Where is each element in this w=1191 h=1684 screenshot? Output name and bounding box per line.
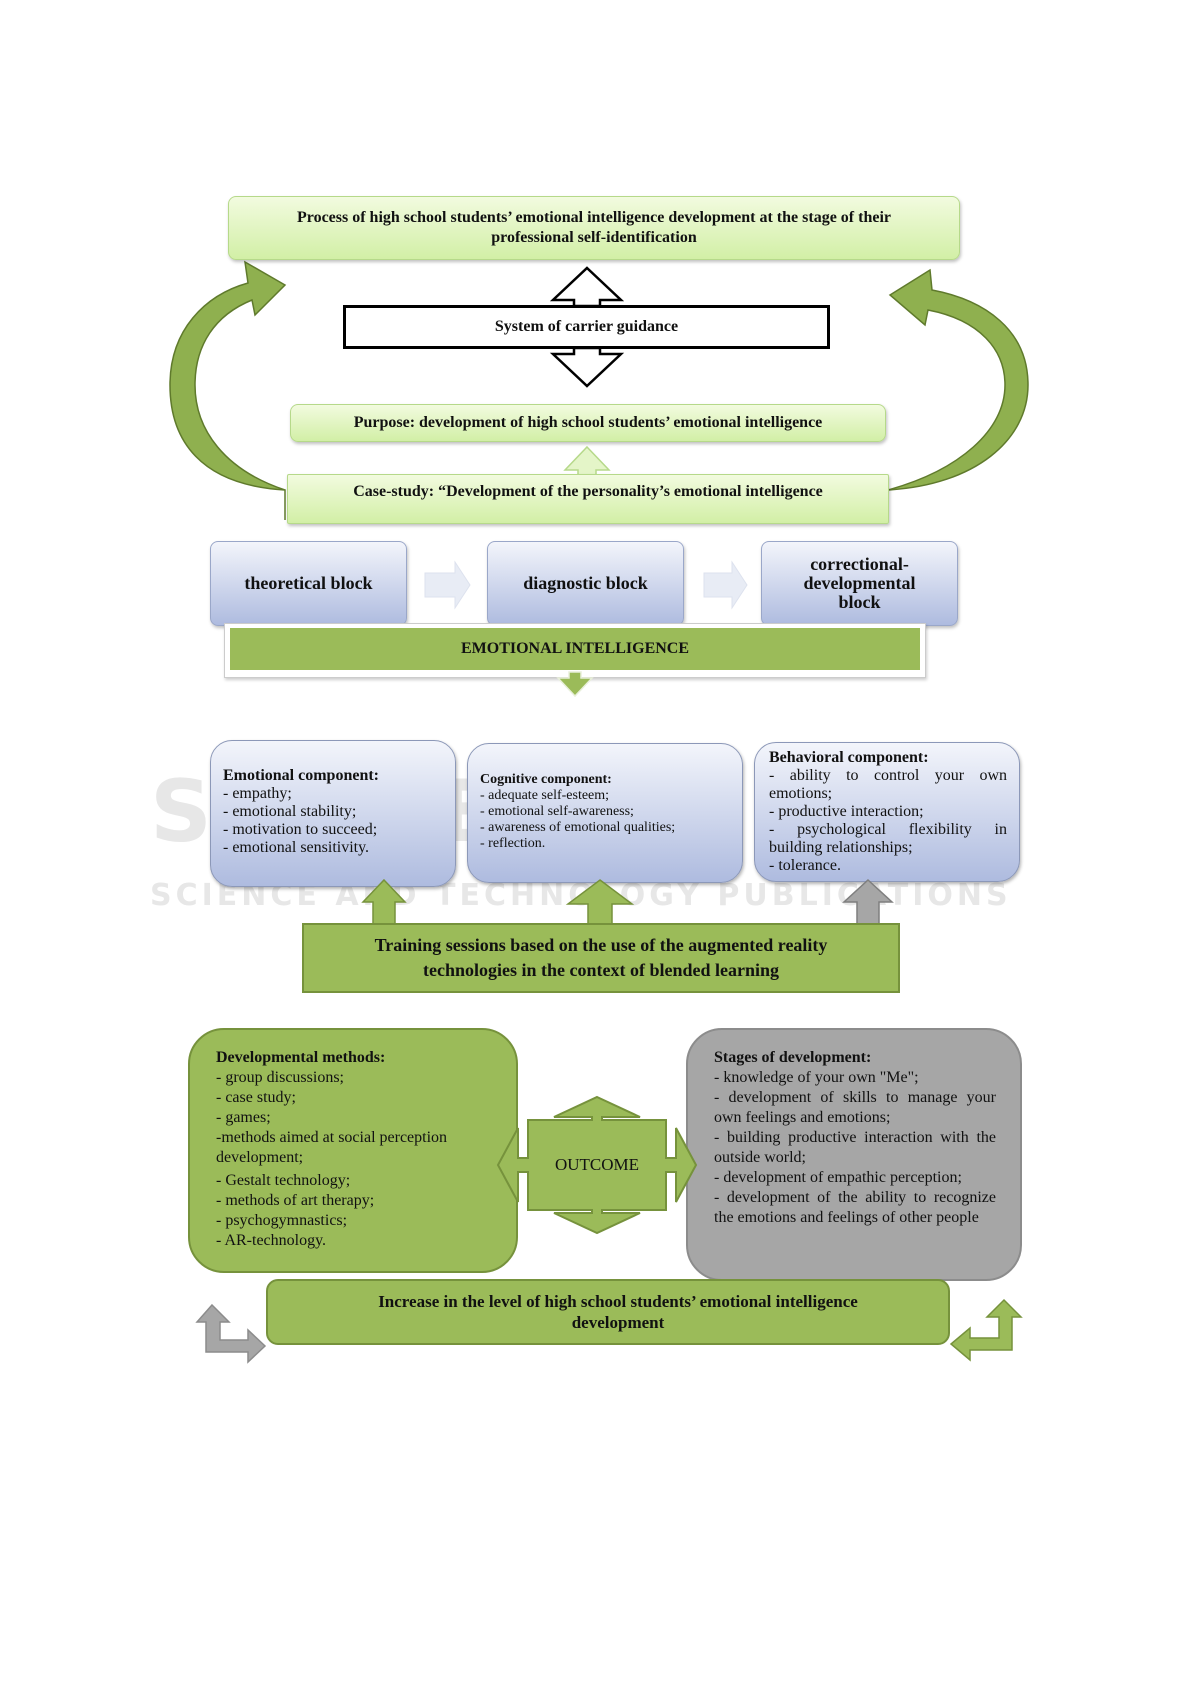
stage-item: - development of skills to manage your o… — [714, 1089, 996, 1126]
stages-title: Stages of development: — [714, 1049, 872, 1066]
method-item: - methods of art therapy; — [216, 1192, 375, 1209]
cognitive-item: - awareness of emotional qualities; — [480, 820, 676, 835]
stage-item: - knowledge of your own "Me"; — [714, 1069, 919, 1086]
cognitive-component-box: Cognitive component: - adequate self-est… — [467, 743, 743, 883]
purpose-box: Purpose: development of high school stud… — [290, 404, 886, 442]
behavioral-component-box: Behavioral component: - ability to contr… — [754, 742, 1020, 882]
behavioral-item: - psychological flexibility in building … — [769, 821, 1007, 856]
corner-arrow-left-icon — [195, 1303, 267, 1364]
method-item: - AR-technology. — [216, 1232, 327, 1249]
loop-arrow-right-shape — [887, 268, 1029, 520]
emotional-item: - empathy; — [223, 785, 292, 802]
case-study-box: Case-study: “Development of the personal… — [287, 474, 889, 524]
emotional-item: - motivation to succeed; — [223, 821, 378, 838]
purpose-label: Purpose: development of high school stud… — [353, 414, 823, 431]
corner-arrow-right-icon — [949, 1298, 1023, 1362]
behavioral-item: - tolerance. — [769, 857, 841, 874]
stage-item: - building productive interaction with t… — [714, 1129, 996, 1166]
correctional-developmental-block: correctional-developmental block — [761, 541, 958, 626]
stages-box: Stages of development: - knowledge of yo… — [686, 1028, 1022, 1281]
outcome-label-wrap: OUTCOME — [528, 1145, 666, 1185]
case-study-label: Case-study: “Development of the personal… — [353, 483, 823, 500]
theoretical-block-label: theoretical block — [244, 573, 373, 593]
emotional-component-box: Emotional component: - empathy; - emotio… — [210, 740, 456, 887]
method-item: - psychogymnastics; — [216, 1212, 348, 1229]
cognitive-item: - reflection. — [480, 836, 546, 851]
theoretical-block: theoretical block — [210, 541, 407, 626]
cognitive-item: - adequate self-esteem; — [480, 788, 610, 803]
behavioral-item: - ability to control your own emotions; — [769, 767, 1007, 802]
diagnostic-block: diagnostic block — [487, 541, 684, 626]
training-box: Training sessions based on the use of th… — [302, 923, 900, 993]
cognitive-component-title: Cognitive component: — [480, 772, 612, 787]
ei-banner-label: EMOTIONAL INTELLIGENCE — [460, 640, 690, 657]
outcome-label: OUTCOME — [554, 1155, 640, 1174]
diagram-title-box: Process of high school students’ emotion… — [228, 196, 960, 260]
method-item: - case study; — [216, 1089, 296, 1106]
loop-arrow-left-shape — [169, 260, 287, 520]
methods-box: Developmental methods: - group discussio… — [188, 1028, 518, 1273]
emotional-item: - emotional stability; — [223, 803, 357, 820]
stage-item: - development of empathic perception; — [714, 1169, 962, 1186]
correctional-developmental-block-label: correctional-developmental block — [803, 554, 916, 612]
ei-banner: EMOTIONAL INTELLIGENCE — [230, 628, 920, 670]
cognitive-item: - emotional self-awareness; — [480, 804, 634, 819]
system-guidance-box: System of carrier guidance — [343, 305, 830, 349]
system-guidance-label: System of carrier guidance — [494, 318, 679, 335]
behavioral-component-title: Behavioral component: — [769, 749, 929, 766]
methods-title: Developmental methods: — [216, 1049, 386, 1066]
method-item: - games; — [216, 1109, 271, 1126]
emotional-component-title: Emotional component: — [223, 767, 379, 784]
method-item: - Gestalt technology; — [216, 1172, 351, 1189]
method-item: -methods aimed at social perception deve… — [216, 1129, 448, 1166]
outcome-shape — [496, 1095, 698, 1235]
emotional-item: - emotional sensitivity. — [223, 839, 370, 856]
stage-item: - development of the ability to recogniz… — [714, 1189, 996, 1226]
training-label: Training sessions based on the use of th… — [374, 935, 828, 980]
diagnostic-block-label: diagnostic block — [523, 573, 648, 593]
diagram-title: Process of high school students’ emotion… — [296, 209, 891, 246]
method-item: - group discussions; — [216, 1069, 344, 1086]
result-label: Increase in the level of high school stu… — [378, 1292, 858, 1332]
behavioral-item: - productive interaction; — [769, 803, 924, 820]
result-box: Increase in the level of high school stu… — [266, 1279, 950, 1345]
